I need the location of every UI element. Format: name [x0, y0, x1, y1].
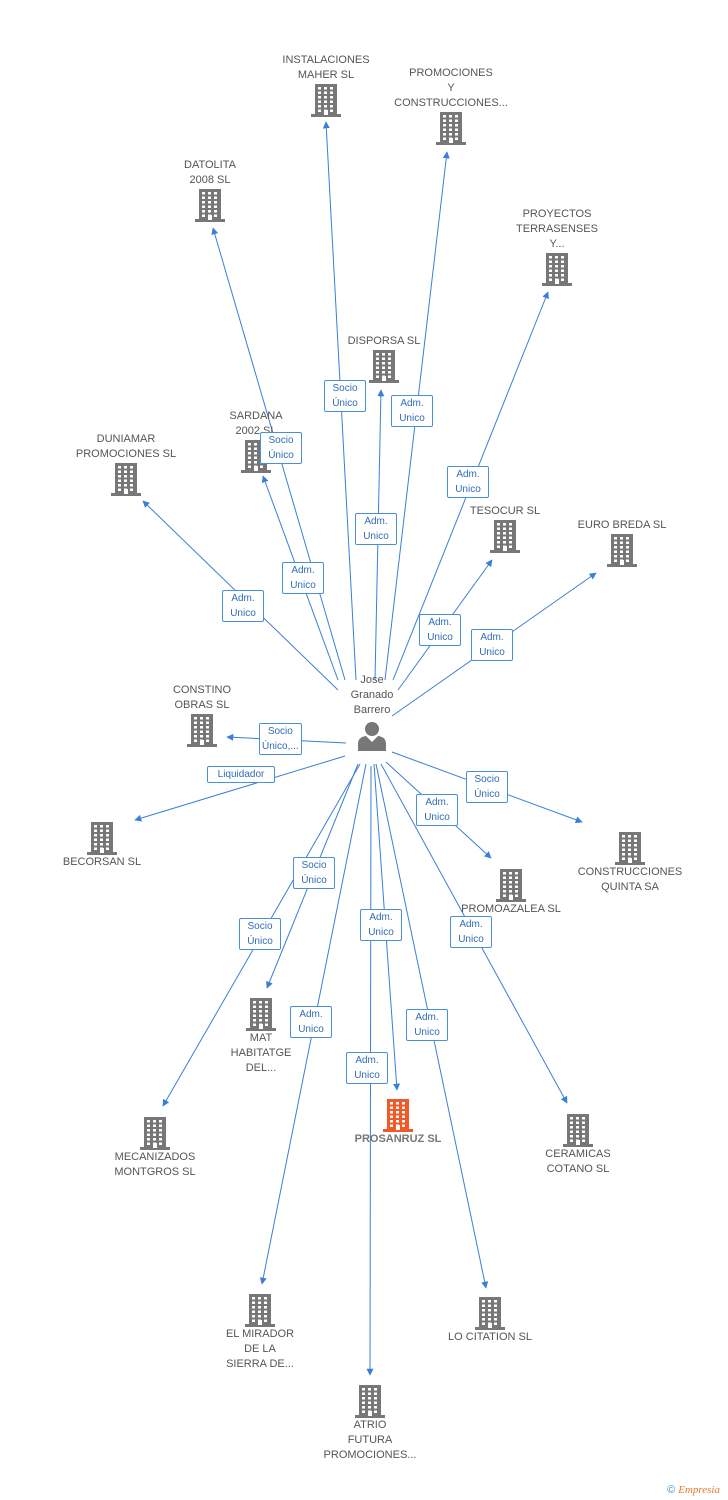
- building-icon: [490, 520, 520, 553]
- company-node-mecanizados[interactable]: MECANIZADOS MONTGROS SL: [80, 1116, 230, 1180]
- building-icon: [475, 1297, 505, 1330]
- center-person[interactable]: Jose Granado Barrero: [351, 673, 393, 752]
- building-icon: [111, 463, 141, 496]
- company-name: LO CITATION SL: [448, 1331, 532, 1343]
- building-icon: [246, 998, 276, 1031]
- relation-label-proyectos[interactable]: Adm. Unico: [447, 466, 489, 498]
- company-node-disporsa[interactable]: DISPORSA SL: [309, 334, 459, 383]
- building-icon: [87, 822, 117, 855]
- company-name: DATOLITA 2008 SL: [184, 159, 236, 186]
- company-name: PROSANRUZ SL: [354, 1133, 442, 1145]
- company-node-promociones_y[interactable]: PROMOCIONES Y CONSTRUCCIONES...: [376, 66, 526, 145]
- company-name: PROMOCIONES Y CONSTRUCCIONES...: [394, 67, 508, 109]
- company-name: PROYECTOS TERRASENSES Y...: [516, 208, 598, 250]
- company-node-mat[interactable]: MAT HABITATGE DEL...: [186, 997, 336, 1076]
- building-icon: [383, 1099, 413, 1132]
- building-icon: [195, 189, 225, 222]
- building-icon: [311, 84, 341, 117]
- building-icon: [436, 112, 466, 145]
- company-name: BECORSAN SL: [62, 856, 142, 868]
- relation-label-ceramicas[interactable]: Adm. Unico: [450, 916, 492, 948]
- company-name: EL MIRADOR DE LA SIERRA DE...: [225, 1328, 295, 1370]
- relation-label-atrio[interactable]: Adm. Unico: [346, 1052, 388, 1084]
- company-name: CERAMICAS COTANO SL: [545, 1148, 611, 1175]
- company-name: CONSTINO OBRAS SL: [172, 684, 232, 711]
- company-node-citation[interactable]: LO CITATION SL: [415, 1296, 565, 1345]
- relation-label-mirador[interactable]: Adm. Unico: [290, 1006, 332, 1038]
- company-name: PROMOAZALEA SL: [461, 903, 561, 915]
- relation-label-quinta[interactable]: Socio Único: [466, 771, 508, 803]
- company-node-proyectos[interactable]: PROYECTOS TERRASENSES Y...: [482, 207, 632, 286]
- building-icon: [563, 1114, 593, 1147]
- company-name: MAT HABITATGE DEL...: [230, 1032, 292, 1074]
- company-node-duniamar[interactable]: DUNIAMAR PROMOCIONES SL: [51, 432, 201, 496]
- company-name: CONSTRUCCIONES QUINTA SA: [577, 866, 683, 893]
- relation-label-mecanizados[interactable]: Socio Único: [239, 918, 281, 950]
- company-name: DISPORSA SL: [347, 335, 421, 347]
- relation-label-instalaciones[interactable]: Socio Único: [324, 380, 366, 412]
- company-name: EURO BREDA SL: [577, 519, 667, 531]
- relation-label-citation[interactable]: Adm. Unico: [406, 1009, 448, 1041]
- building-icon: [369, 350, 399, 383]
- company-node-eurobreda[interactable]: EURO BREDA SL: [547, 518, 697, 567]
- building-icon: [140, 1117, 170, 1150]
- copyright-symbol: ©: [667, 1484, 676, 1496]
- company-name: TESOCUR SL: [469, 505, 541, 517]
- building-icon: [496, 869, 526, 902]
- building-icon: [245, 1294, 275, 1327]
- company-node-datolita[interactable]: DATOLITA 2008 SL: [135, 158, 285, 222]
- building-icon: [607, 534, 637, 567]
- relation-label-becorsan[interactable]: Liquidador: [207, 766, 275, 783]
- relation-label-disporsa[interactable]: Adm. Unico: [355, 513, 397, 545]
- company-name: MECANIZADOS MONTGROS SL: [114, 1151, 196, 1178]
- relation-label-prosanruz[interactable]: Adm. Unico: [360, 909, 402, 941]
- relation-label-constino[interactable]: Socio Único,...: [259, 723, 302, 755]
- company-node-mirador[interactable]: EL MIRADOR DE LA SIERRA DE...: [185, 1293, 335, 1372]
- center-person-name: Jose Granado Barrero: [350, 674, 394, 716]
- company-name: ATRIO FUTURA PROMOCIONES...: [323, 1419, 417, 1461]
- building-icon: [542, 253, 572, 286]
- copyright-footer[interactable]: © Empresia: [667, 1484, 720, 1496]
- company-name: SARDANA 2002 SL: [229, 410, 283, 437]
- relation-label-promoazalea[interactable]: Adm. Unico: [416, 794, 458, 826]
- company-name: INSTALACIONES MAHER SL: [282, 54, 370, 81]
- relation-label-eurobreda[interactable]: Adm. Unico: [471, 629, 513, 661]
- relation-label-tesocur[interactable]: Adm. Unico: [419, 614, 461, 646]
- relation-label-mat[interactable]: Socio Único: [293, 857, 335, 889]
- company-node-ceramicas[interactable]: CERAMICAS COTANO SL: [503, 1113, 653, 1177]
- relation-label-datolita[interactable]: Socio Único: [260, 432, 302, 464]
- person-icon: [358, 722, 386, 751]
- company-node-becorsan[interactable]: BECORSAN SL: [27, 821, 177, 870]
- building-icon: [355, 1385, 385, 1418]
- brand-logo: Empresia: [678, 1484, 720, 1496]
- company-node-instalaciones[interactable]: INSTALACIONES MAHER SL: [251, 53, 401, 117]
- company-node-quinta[interactable]: CONSTRUCCIONES QUINTA SA: [555, 831, 705, 895]
- relation-label-duniamar[interactable]: Adm. Unico: [222, 590, 264, 622]
- relation-label-sardana[interactable]: Adm. Unico: [282, 562, 324, 594]
- company-name: DUNIAMAR PROMOCIONES SL: [75, 433, 177, 460]
- company-node-atrio[interactable]: ATRIO FUTURA PROMOCIONES...: [295, 1384, 445, 1463]
- company-node-tesocur[interactable]: TESOCUR SL: [430, 504, 580, 553]
- company-node-prosanruz[interactable]: PROSANRUZ SL: [323, 1098, 473, 1147]
- edge-becorsan: [134, 755, 346, 822]
- building-icon: [187, 714, 217, 747]
- company-node-constino[interactable]: CONSTINO OBRAS SL: [127, 683, 277, 747]
- company-node-sardana[interactable]: SARDANA 2002 SL: [181, 409, 331, 473]
- company-node-promoazalea[interactable]: PROMOAZALEA SL: [436, 868, 586, 917]
- building-icon: [615, 832, 645, 865]
- relation-label-promociones_y[interactable]: Adm. Unico: [391, 395, 433, 427]
